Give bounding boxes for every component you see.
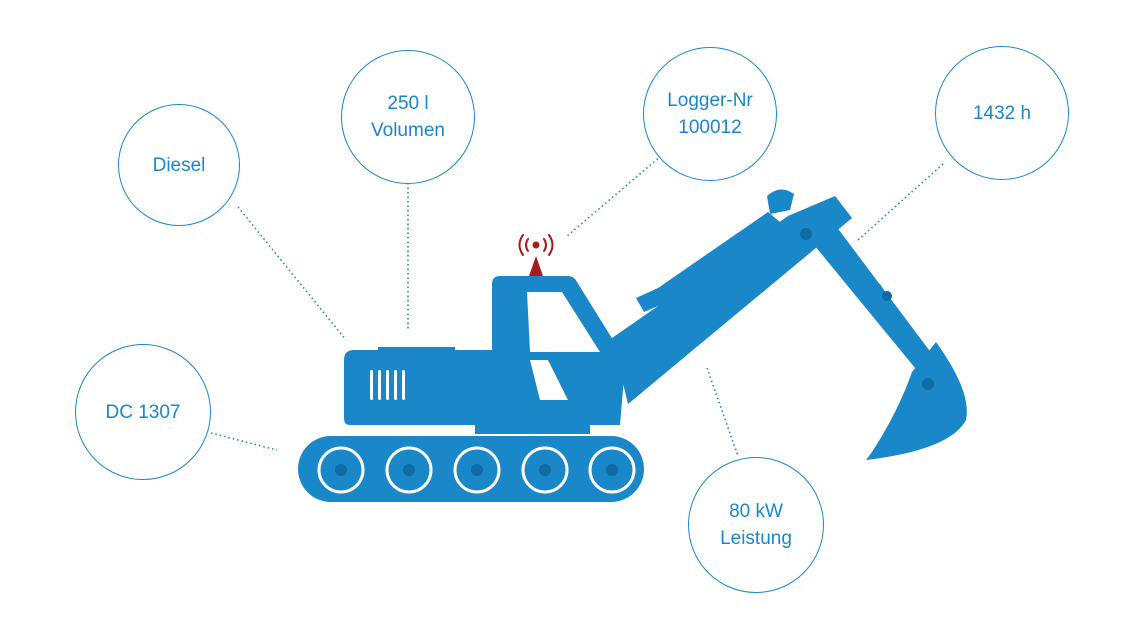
cab-window — [527, 292, 600, 352]
label-logger: Logger-Nr 100012 — [667, 90, 753, 138]
bubble-power: 80 kW Leistung — [688, 457, 824, 593]
antenna-beacon — [529, 256, 543, 276]
bubble-logger: Logger-Nr 100012 — [643, 47, 777, 181]
cab-door-window — [530, 360, 568, 400]
bubble-hours: 1432 h — [935, 46, 1069, 180]
bucket — [866, 342, 967, 460]
connector-diesel — [237, 206, 347, 341]
boom-arm — [612, 196, 852, 404]
signal-waves — [518, 234, 554, 256]
boom-cylinder — [636, 212, 780, 312]
label-hours: 1432 h — [972, 102, 1032, 124]
bubble-dc: DC 1307 — [75, 344, 211, 480]
label-power: 80 kW Leistung — [720, 501, 792, 549]
connector-logger — [565, 149, 669, 238]
signal-icon — [518, 234, 554, 276]
bucket-pin — [922, 378, 934, 390]
boom-top-bar — [767, 189, 794, 214]
engine-grille — [370, 370, 405, 400]
bubble-volume: 250 l Volumen — [341, 50, 475, 184]
stick-pin — [882, 291, 892, 301]
boom-pin — [800, 228, 812, 240]
stick-cylinder — [860, 284, 920, 352]
connector-power — [706, 367, 739, 457]
label-diesel: Diesel — [152, 154, 206, 176]
label-volume: 250 l Volumen — [371, 93, 445, 141]
excavator-icon — [298, 189, 967, 502]
track-wheels — [317, 446, 636, 494]
bubble-diesel: Diesel — [118, 104, 240, 226]
signal-dot — [532, 241, 540, 249]
connector-dc — [210, 432, 278, 451]
label-dc: DC 1307 — [105, 401, 181, 423]
connector-lines — [210, 149, 944, 457]
connector-hours — [857, 163, 944, 241]
